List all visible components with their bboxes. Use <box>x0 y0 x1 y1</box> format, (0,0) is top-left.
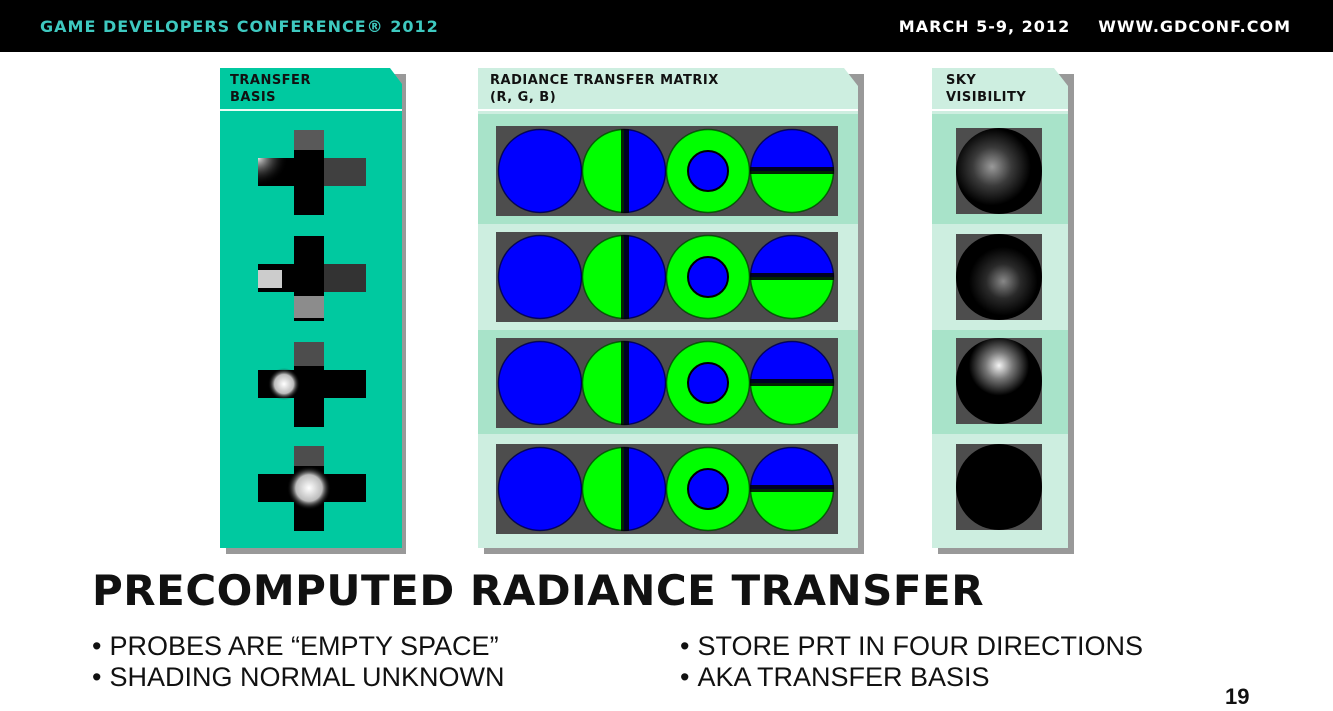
radiance-sphere-r2-c3 <box>665 234 751 320</box>
slide-title: PRECOMPUTED RADIANCE TRANSFER <box>92 566 985 615</box>
transfer-basis-panel-shape <box>220 68 406 554</box>
basis-cross-3 <box>258 342 366 427</box>
radiance-sphere-r3-c4 <box>749 340 835 426</box>
header-right: MARCH 5-9, 2012 WWW.GDCONF.COM <box>899 17 1291 36</box>
header-bar: GAME DEVELOPERS CONFERENCE® 2012 MARCH 5… <box>0 0 1333 52</box>
radiance-sphere-r4-c4 <box>749 446 835 532</box>
bullet-item: •STORE PRT IN FOUR DIRECTIONS <box>680 631 1144 661</box>
radiance-sphere-r1-c1 <box>497 128 583 214</box>
sky-visibility-panel: SKY VISIBILITY <box>932 68 1074 554</box>
basis-cross-2 <box>258 236 366 321</box>
radiance-sphere-r2-c4 <box>749 234 835 320</box>
radiance-sphere-r2-c2 <box>581 234 667 320</box>
conference-website: WWW.GDCONF.COM <box>1098 17 1291 36</box>
radiance-sphere-r1-c3 <box>665 128 751 214</box>
radiance-sphere-r1-c4 <box>749 128 835 214</box>
bullet-item: •AKA TRANSFER BASIS <box>680 662 990 692</box>
matrix-spheres <box>496 126 838 534</box>
radiance-matrix-label: RADIANCE TRANSFER MATRIX (R, G, B) <box>490 73 719 105</box>
radiance-sphere-r4-c2 <box>581 446 667 532</box>
radiance-sphere-r2-c1 <box>497 234 583 320</box>
bullet-item: •PROBES ARE “EMPTY SPACE” <box>92 631 499 661</box>
conference-title: GAME DEVELOPERS CONFERENCE® 2012 <box>40 17 439 36</box>
transfer-basis-label: TRANSFER BASIS <box>230 73 311 105</box>
page-number: 19 <box>1225 684 1250 709</box>
radiance-sphere-r1-c2 <box>581 128 667 214</box>
conference-dates: MARCH 5-9, 2012 <box>898 17 1071 36</box>
basis-cross-4 <box>258 446 366 531</box>
sky-visibility-3 <box>956 338 1042 424</box>
radiance-sphere-r3-c1 <box>497 340 583 426</box>
radiance-matrix-panel: RADIANCE TRANSFER MATRIX (R, G, B) <box>478 68 864 554</box>
transfer-basis-panel: TRANSFER BASIS <box>220 68 406 554</box>
radiance-sphere-r4-c1 <box>497 446 583 532</box>
sky-visibility-label: SKY VISIBILITY <box>946 73 1027 105</box>
sky-visibility-panel-shape <box>932 68 1074 554</box>
sky-visibility-1 <box>956 128 1042 214</box>
basis-cross-1 <box>258 130 366 215</box>
radiance-sphere-r4-c3 <box>665 446 751 532</box>
sky-visibility-4 <box>956 444 1042 530</box>
bullets-right: •STORE PRT IN FOUR DIRECTIONS •AKA TRANS… <box>680 631 1143 693</box>
sky-visibility-2 <box>956 234 1042 320</box>
radiance-sphere-r3-c3 <box>665 340 751 426</box>
bullet-item: •SHADING NORMAL UNKNOWN <box>92 662 505 692</box>
radiance-sphere-r3-c2 <box>581 340 667 426</box>
bullets-left: •PROBES ARE “EMPTY SPACE” •SHADING NORMA… <box>92 631 504 693</box>
